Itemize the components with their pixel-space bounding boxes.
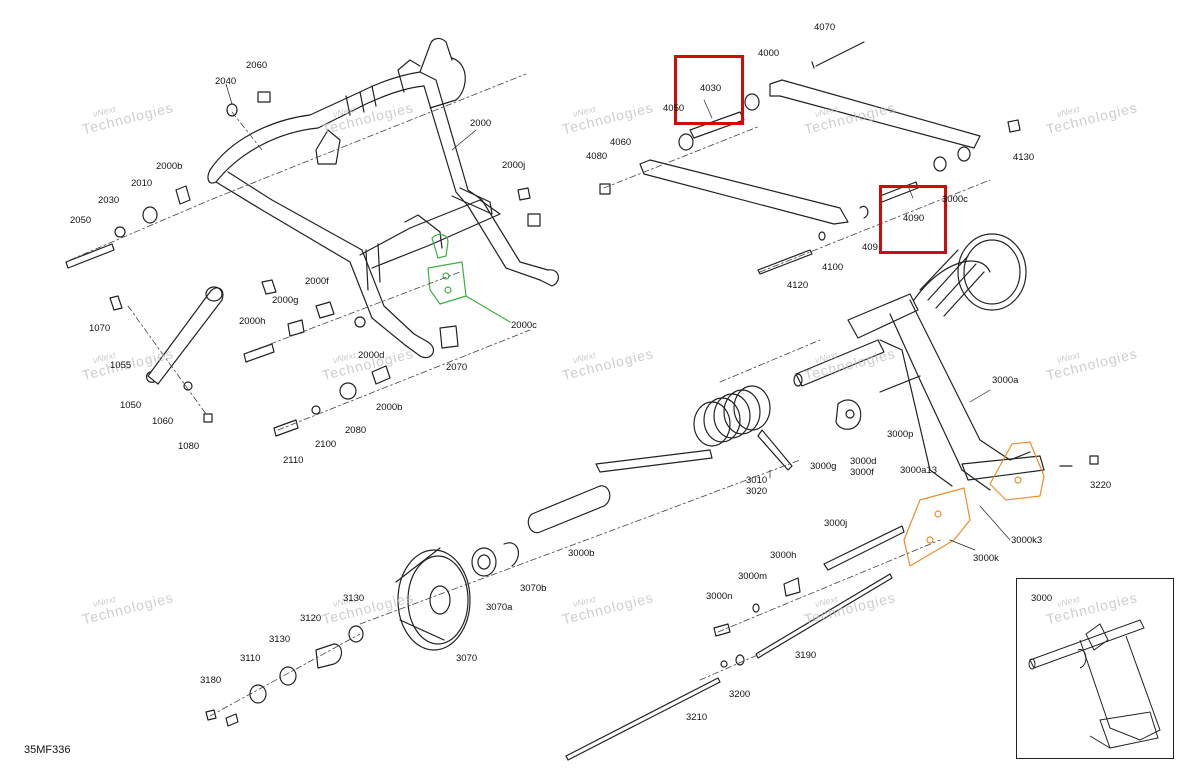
part-label-2000: 2000 bbox=[470, 118, 492, 129]
part-label-3000j: 3000j bbox=[824, 518, 848, 529]
part-label-2000d: 2000d bbox=[358, 350, 385, 361]
part-label-3000p: 3000p bbox=[887, 429, 914, 440]
part-label-3070: 3070 bbox=[456, 653, 478, 664]
part-label-2050: 2050 bbox=[70, 215, 92, 226]
inset-frame-drawing bbox=[1028, 619, 1161, 749]
part-label-3010: 3010 bbox=[746, 475, 768, 486]
part-label-3220: 3220 bbox=[1090, 480, 1112, 491]
part-label-4080: 4080 bbox=[586, 151, 608, 162]
part-label-4030: 4030 bbox=[700, 83, 722, 94]
part-label-3180: 3180 bbox=[200, 675, 222, 686]
part-label-2110: 2110 bbox=[283, 455, 304, 466]
part-label-3000h: 3000h bbox=[770, 550, 797, 561]
part-label-3000b: 3000b bbox=[568, 548, 595, 559]
part-label-2030: 2030 bbox=[98, 195, 120, 206]
link-rods bbox=[599, 41, 1021, 275]
part-label-3200: 3200 bbox=[729, 689, 751, 700]
part-label-4130: 4130 bbox=[1013, 152, 1035, 163]
lower-left-fasteners bbox=[205, 625, 364, 727]
part-label-2000c: 2000c bbox=[511, 320, 537, 331]
part-label-2000g: 2000g bbox=[272, 295, 299, 306]
idler-wheel-parts bbox=[395, 485, 611, 651]
front-arm-assembly bbox=[793, 233, 1099, 491]
highlight-box-4030 bbox=[674, 55, 744, 125]
part-label-2060: 2060 bbox=[246, 60, 268, 71]
part-label-2000b-2: 2000b bbox=[376, 402, 403, 413]
part-label-4070: 4070 bbox=[814, 22, 836, 33]
part-label-2000h: 2000h bbox=[239, 316, 266, 327]
figure-code: 35MF336 bbox=[24, 744, 71, 756]
part-label-2000b: 2000b bbox=[156, 161, 183, 172]
part-label-3190: 3190 bbox=[795, 650, 817, 661]
part-label-4050: 4050 bbox=[663, 103, 685, 114]
part-label-3120: 3120 bbox=[300, 613, 322, 624]
part-label-2000f: 2000f bbox=[305, 276, 329, 287]
part-label-3000a: 3000a bbox=[992, 375, 1019, 386]
part-label-3070a: 3070a bbox=[486, 602, 513, 613]
part-label-1060: 1060 bbox=[152, 416, 174, 427]
part-label-4090: 4090 bbox=[903, 213, 925, 224]
part-label-1050: 1050 bbox=[120, 400, 142, 411]
part-label-2100: 2100 bbox=[315, 439, 337, 450]
part-label-2070: 2070 bbox=[446, 362, 468, 373]
leader-lines bbox=[225, 83, 1011, 551]
part-label-3210: 3210 bbox=[686, 712, 708, 723]
part-label-3000f: 3000f bbox=[850, 467, 874, 478]
part-label-1080: 1080 bbox=[178, 441, 200, 452]
part-label-2040: 2040 bbox=[215, 76, 237, 87]
part-label-3000k3: 3000k3 bbox=[1011, 535, 1043, 546]
part-label-4100: 4100 bbox=[822, 262, 844, 273]
torsion-spring bbox=[595, 385, 793, 473]
rear-arm-frame bbox=[207, 37, 559, 359]
assembly-center-lines bbox=[69, 73, 991, 717]
part-label-3000a13: 3000a13 bbox=[900, 465, 937, 476]
lower-rods bbox=[565, 525, 905, 761]
part-label-3000g: 3000g bbox=[810, 461, 837, 472]
part-label-4120: 4120 bbox=[787, 280, 809, 291]
part-label-3000k: 3000k bbox=[973, 553, 999, 564]
part-label-1055: 1055 bbox=[110, 360, 132, 371]
part-label-3020: 3020 bbox=[746, 486, 768, 497]
part-label-4095: 409 bbox=[862, 242, 878, 253]
bracket-3000k-highlight bbox=[903, 441, 1045, 567]
part-label-3130: 3130 bbox=[269, 634, 291, 645]
left-fasteners bbox=[65, 91, 541, 437]
part-label-4060: 4060 bbox=[610, 137, 632, 148]
part-label-2000j: 2000j bbox=[502, 160, 526, 171]
part-label-2010: 2010 bbox=[131, 178, 153, 189]
part-label-3000m: 3000m bbox=[738, 571, 768, 582]
part-label-3000c: 3000c bbox=[942, 194, 968, 205]
part-label-3000n: 3000n bbox=[706, 591, 733, 602]
highlight-box-4090 bbox=[879, 185, 947, 254]
bracket-2000c-highlight bbox=[427, 233, 511, 323]
part-label-3070b: 3070b bbox=[520, 583, 547, 594]
part-label-4000: 4000 bbox=[758, 48, 780, 59]
part-label-3000-inset: 3000 bbox=[1031, 593, 1053, 604]
inset-box bbox=[1016, 578, 1174, 759]
part-label-1070: 1070 bbox=[89, 323, 111, 334]
part-label-2080: 2080 bbox=[345, 425, 367, 436]
part-label-3000d: 3000d bbox=[850, 456, 877, 467]
part-label-3110: 3110 bbox=[240, 653, 261, 664]
part-label-3130-top: 3130 bbox=[343, 593, 365, 604]
